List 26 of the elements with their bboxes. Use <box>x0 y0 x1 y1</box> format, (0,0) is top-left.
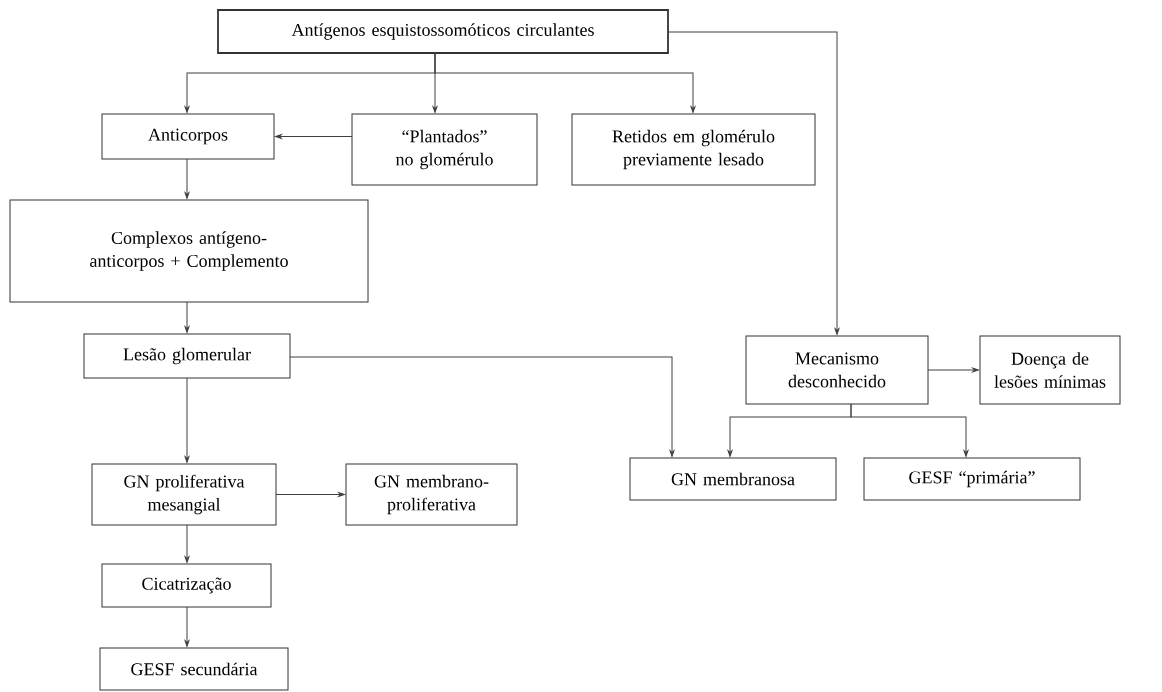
arrow <box>289 356 675 457</box>
process-box: Complexos antígeno-anticorpos + Complemento <box>9 199 369 303</box>
arrow <box>184 606 190 647</box>
arrow <box>434 52 696 113</box>
process-box: “Plantados” no glomérulo <box>351 113 538 186</box>
process-box: Lesão glomerular <box>83 333 291 379</box>
process-box: GESF secundária <box>99 647 289 691</box>
arrow <box>275 492 345 497</box>
arrow <box>667 31 840 335</box>
process-box: GESF “primária” <box>863 457 1081 501</box>
process-box: GN membrano-proliferativa <box>345 463 518 526</box>
arrow <box>184 377 190 463</box>
process-box: Antígenos esquistossomóticos circulantes <box>217 9 669 54</box>
arrow <box>184 158 190 199</box>
process-box: Retidos em glomérulo previamente lesado <box>571 113 816 186</box>
process-box: Cicatrização <box>101 563 272 608</box>
process-box: Anticorpos <box>101 113 275 160</box>
arrow <box>184 301 190 333</box>
arrow <box>850 403 969 457</box>
arrow <box>275 134 353 139</box>
process-box: GN membranosa <box>629 457 837 501</box>
process-box: Mecanismo desconhecido <box>745 335 929 405</box>
arrow <box>927 367 979 373</box>
process-box: GN proliferativa mesangial <box>91 463 277 526</box>
process-box: Doença de lesões mínimas <box>979 335 1121 405</box>
arrow <box>184 524 190 563</box>
